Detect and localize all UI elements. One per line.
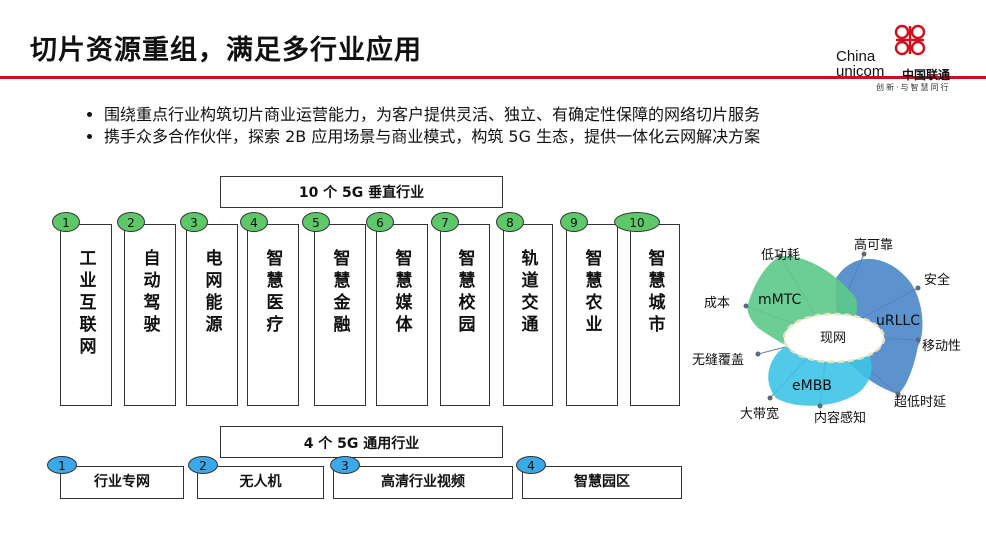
logo-slogan: 创新·与智慧同行	[876, 83, 951, 92]
vertical-industry-label: 智慧城市	[644, 249, 665, 337]
vertical-industry-label: 智慧农业	[581, 249, 602, 337]
page-title: 切片资源重组，满足多行业应用	[30, 35, 422, 66]
vertical-number-badge: 3	[180, 212, 208, 232]
vertical-industry-label: 智慧金融	[329, 249, 350, 337]
vertical-number-badge: 10	[614, 212, 660, 232]
axis-label: 移动性	[922, 339, 961, 354]
vertical-number-badge: 4	[240, 212, 268, 232]
vertical-industry-card: 轨道交通	[503, 224, 553, 406]
vertical-number-badge: 8	[496, 212, 524, 232]
general-number-badge: 1	[47, 456, 77, 474]
general-industries-header: 4 个 5G 通用行业	[220, 426, 503, 458]
core-network-region	[782, 312, 886, 364]
axis-label: 低功耗	[761, 248, 800, 263]
unicom-knot-icon	[894, 24, 926, 56]
vertical-number-badge: 5	[302, 212, 330, 232]
vertical-industry-label: 智慧医疗	[262, 249, 283, 337]
axis-label: 安全	[924, 272, 950, 288]
vertical-industry-label: 工业互联网	[75, 249, 96, 359]
urllc-label: uRLLC	[876, 313, 920, 329]
general-industry-card: 智慧园区	[522, 466, 682, 499]
general-industry-card: 行业专网	[60, 466, 184, 499]
vertical-industry-card: 智慧金融	[314, 224, 366, 406]
vertical-industry-card: 自动驾驶	[124, 224, 176, 406]
unicom-logo: China unicom 中国联通 创新·与智慧同行	[836, 18, 976, 92]
bullet-list: 围绕重点行业构筑切片商业运营能力，为客户提供灵活、独立、有确定性保障的网络切片服…	[86, 104, 760, 148]
general-number-badge: 2	[188, 456, 218, 474]
bullet-item: 携手众多合作伙伴，探索 2B 应用场景与商业模式，构筑 5G 生态，提供一体化云…	[104, 126, 760, 148]
vertical-industries-header: 10 个 5G 垂直行业	[220, 176, 503, 208]
vertical-industry-card: 智慧农业	[566, 224, 618, 406]
network-slicing-radar: mMTC uRLLC eMBB 现网 低功耗 高可靠 安全 成本 移动性 无缝覆…	[692, 237, 961, 426]
vertical-industry-card: 智慧媒体	[376, 224, 428, 406]
axis-label: 内容感知	[814, 410, 866, 426]
embb-label: eMBB	[792, 378, 832, 394]
bullet-item: 围绕重点行业构筑切片商业运营能力，为客户提供灵活、独立、有确定性保障的网络切片服…	[104, 104, 760, 126]
core-label: 现网	[820, 331, 846, 346]
vertical-industry-card: 智慧城市	[630, 224, 680, 406]
vertical-industry-card: 电网能源	[186, 224, 238, 406]
mmtc-label: mMTC	[758, 292, 801, 308]
general-number-badge: 3	[330, 456, 360, 474]
vertical-industry-card: 工业互联网	[60, 224, 112, 406]
vertical-number-badge: 9	[560, 212, 588, 232]
general-number-badge: 4	[516, 456, 546, 474]
general-industry-card: 高清行业视频	[333, 466, 513, 499]
logo-text-unicom: unicom	[836, 63, 885, 80]
axis-label: 成本	[704, 296, 730, 311]
vertical-industry-card: 智慧校园	[440, 224, 490, 406]
vertical-industry-label: 自动驾驶	[139, 249, 160, 337]
header-divider	[0, 76, 986, 79]
vertical-number-badge: 7	[431, 212, 459, 232]
vertical-industry-label: 轨道交通	[517, 249, 538, 337]
vertical-industry-label: 智慧媒体	[391, 249, 412, 337]
vertical-industry-label: 智慧校园	[454, 249, 475, 337]
axis-label: 大带宽	[740, 406, 779, 422]
axis-label: 高可靠	[854, 237, 893, 253]
axis-label: 超低时延	[894, 395, 946, 410]
logo-text-china: China	[836, 48, 876, 65]
vertical-industry-label: 电网能源	[201, 249, 222, 337]
vertical-number-badge: 2	[117, 212, 145, 232]
general-industry-card: 无人机	[197, 466, 324, 499]
vertical-number-badge: 1	[52, 212, 80, 232]
vertical-number-badge: 6	[366, 212, 394, 232]
logo-cn-name: 中国联通	[902, 68, 951, 82]
axis-label: 无缝覆盖	[692, 353, 744, 368]
radar-points	[743, 251, 921, 409]
vertical-industry-card: 智慧医疗	[247, 224, 299, 406]
